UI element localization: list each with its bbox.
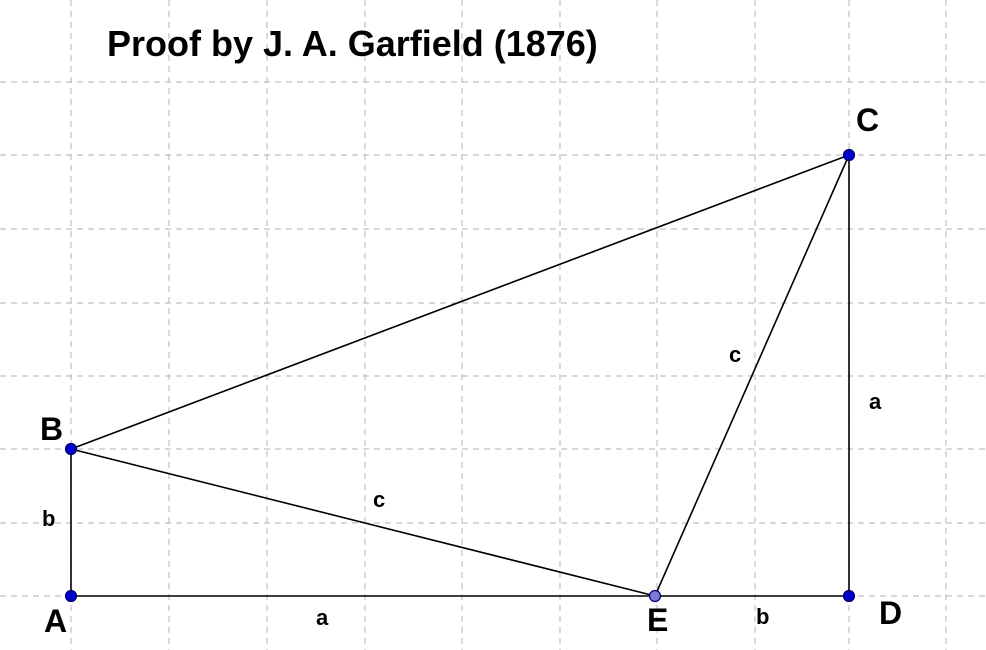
diagram-title: Proof by J. A. Garfield (1876) — [107, 23, 598, 64]
segment-label-ed: b — [756, 604, 769, 629]
point-label-e: E — [647, 602, 668, 638]
segment-label-be: c — [373, 487, 385, 512]
segment-ec — [654, 154, 850, 597]
segment-label-ec: c — [729, 342, 741, 367]
segment-bc — [70, 154, 850, 450]
point-label-a: A — [44, 603, 67, 639]
point-e — [648, 589, 662, 603]
point-labels-layer: A B C D E — [40, 102, 902, 639]
points-layer — [64, 148, 856, 603]
point-label-c: C — [856, 102, 879, 138]
point-d — [842, 589, 856, 603]
point-label-b: B — [40, 411, 63, 447]
point-label-d: D — [879, 595, 902, 631]
segment-be — [70, 448, 656, 597]
point-c — [842, 148, 856, 162]
segment-label-ae: a — [316, 605, 329, 630]
point-b — [64, 442, 78, 456]
point-a — [64, 589, 78, 603]
segment-label-dc: a — [869, 389, 882, 414]
segment-label-ab: b — [42, 506, 55, 531]
segment-labels-layer: b a b a c c — [42, 342, 882, 630]
segments-layer — [70, 154, 850, 597]
